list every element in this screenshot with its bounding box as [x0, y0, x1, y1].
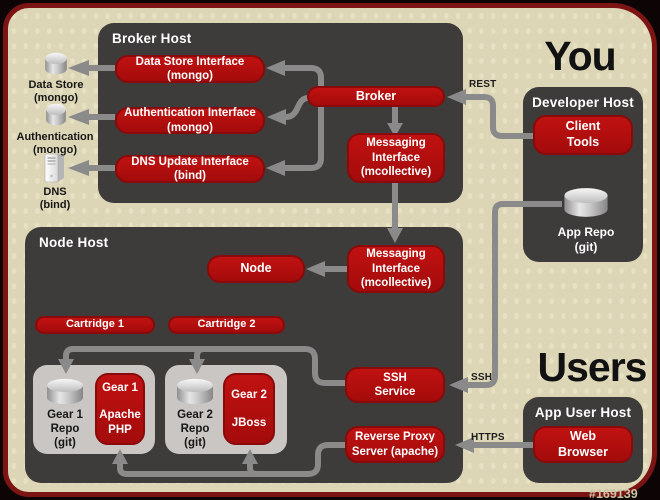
node-host-label: Node Host: [39, 235, 109, 250]
edge-broker-interfaces: [266, 60, 324, 176]
ssh-label: SSH: [471, 372, 493, 383]
gear1-app-box: Gear 1 Apache PHP: [95, 373, 145, 445]
node-box: Node: [207, 255, 305, 283]
web-browser-box: Web Browser: [533, 426, 633, 463]
edge-https: [455, 437, 533, 453]
dns-label: DNS(bind): [39, 186, 71, 212]
edge-auth-icon: [68, 109, 115, 125]
client-tools-box: Client Tools: [533, 115, 633, 155]
rest-label: REST: [469, 79, 497, 90]
ssh-service-box: SSH Service: [345, 367, 445, 403]
dns-interface-box: DNS Update Interface (bind): [115, 155, 265, 183]
app-repo-label: App Repo(git): [557, 225, 615, 254]
reverse-proxy-box: Reverse Proxy Server (apache): [345, 426, 445, 463]
data-store-cylinder-icon: [44, 52, 68, 76]
diagram-background: Broker Host Node Host Developer Host App…: [3, 3, 657, 500]
messaging-interface-node-box: Messaging Interface (mcollective): [347, 245, 445, 293]
edge-proxy-gears: [112, 442, 345, 477]
broker-host-label: Broker Host: [112, 31, 192, 46]
edge-ssh-gears: [58, 346, 345, 386]
developer-host-label: Developer Host: [532, 95, 634, 110]
dns-server-icon: [42, 152, 67, 183]
gear1-repo-cylinder-icon: [45, 378, 85, 406]
edge-datastore-icon: [68, 60, 115, 76]
auth-cylinder-icon: [45, 103, 67, 127]
cartridge2-box: Cartridge 2: [168, 316, 285, 334]
connector-lines: [58, 60, 562, 477]
app-repo-cylinder-icon: [562, 187, 610, 219]
https-label: HTTPS: [471, 432, 505, 443]
watermark-id: #169139: [589, 487, 638, 500]
cartridge1-box: Cartridge 1: [35, 316, 155, 334]
app-user-host-label: App User Host: [534, 405, 632, 420]
edge-broker-messaging: [387, 105, 403, 137]
users-title: Users: [537, 344, 648, 390]
edge-ssh: [449, 201, 562, 393]
data-store-interface-box: Data Store Interface (mongo): [115, 55, 265, 83]
you-title: You: [544, 33, 616, 79]
edge-messaging-messaging: [387, 183, 403, 243]
edge-rest: [447, 89, 533, 139]
gear2-app-box: Gear 2 JBoss: [223, 373, 275, 445]
edge-messaging-node: [306, 261, 347, 277]
auth-interface-box: Authentication Interface (mongo): [115, 107, 265, 134]
messaging-interface-broker-box: Messaging Interface (mcollective): [347, 133, 445, 183]
edge-dns-icon: [68, 160, 115, 176]
broker-box: Broker: [307, 86, 445, 107]
data-store-label: Data Store(mongo): [28, 79, 84, 105]
auth-label: Authentication(mongo): [16, 131, 94, 157]
gear2-repo-cylinder-icon: [175, 378, 215, 406]
